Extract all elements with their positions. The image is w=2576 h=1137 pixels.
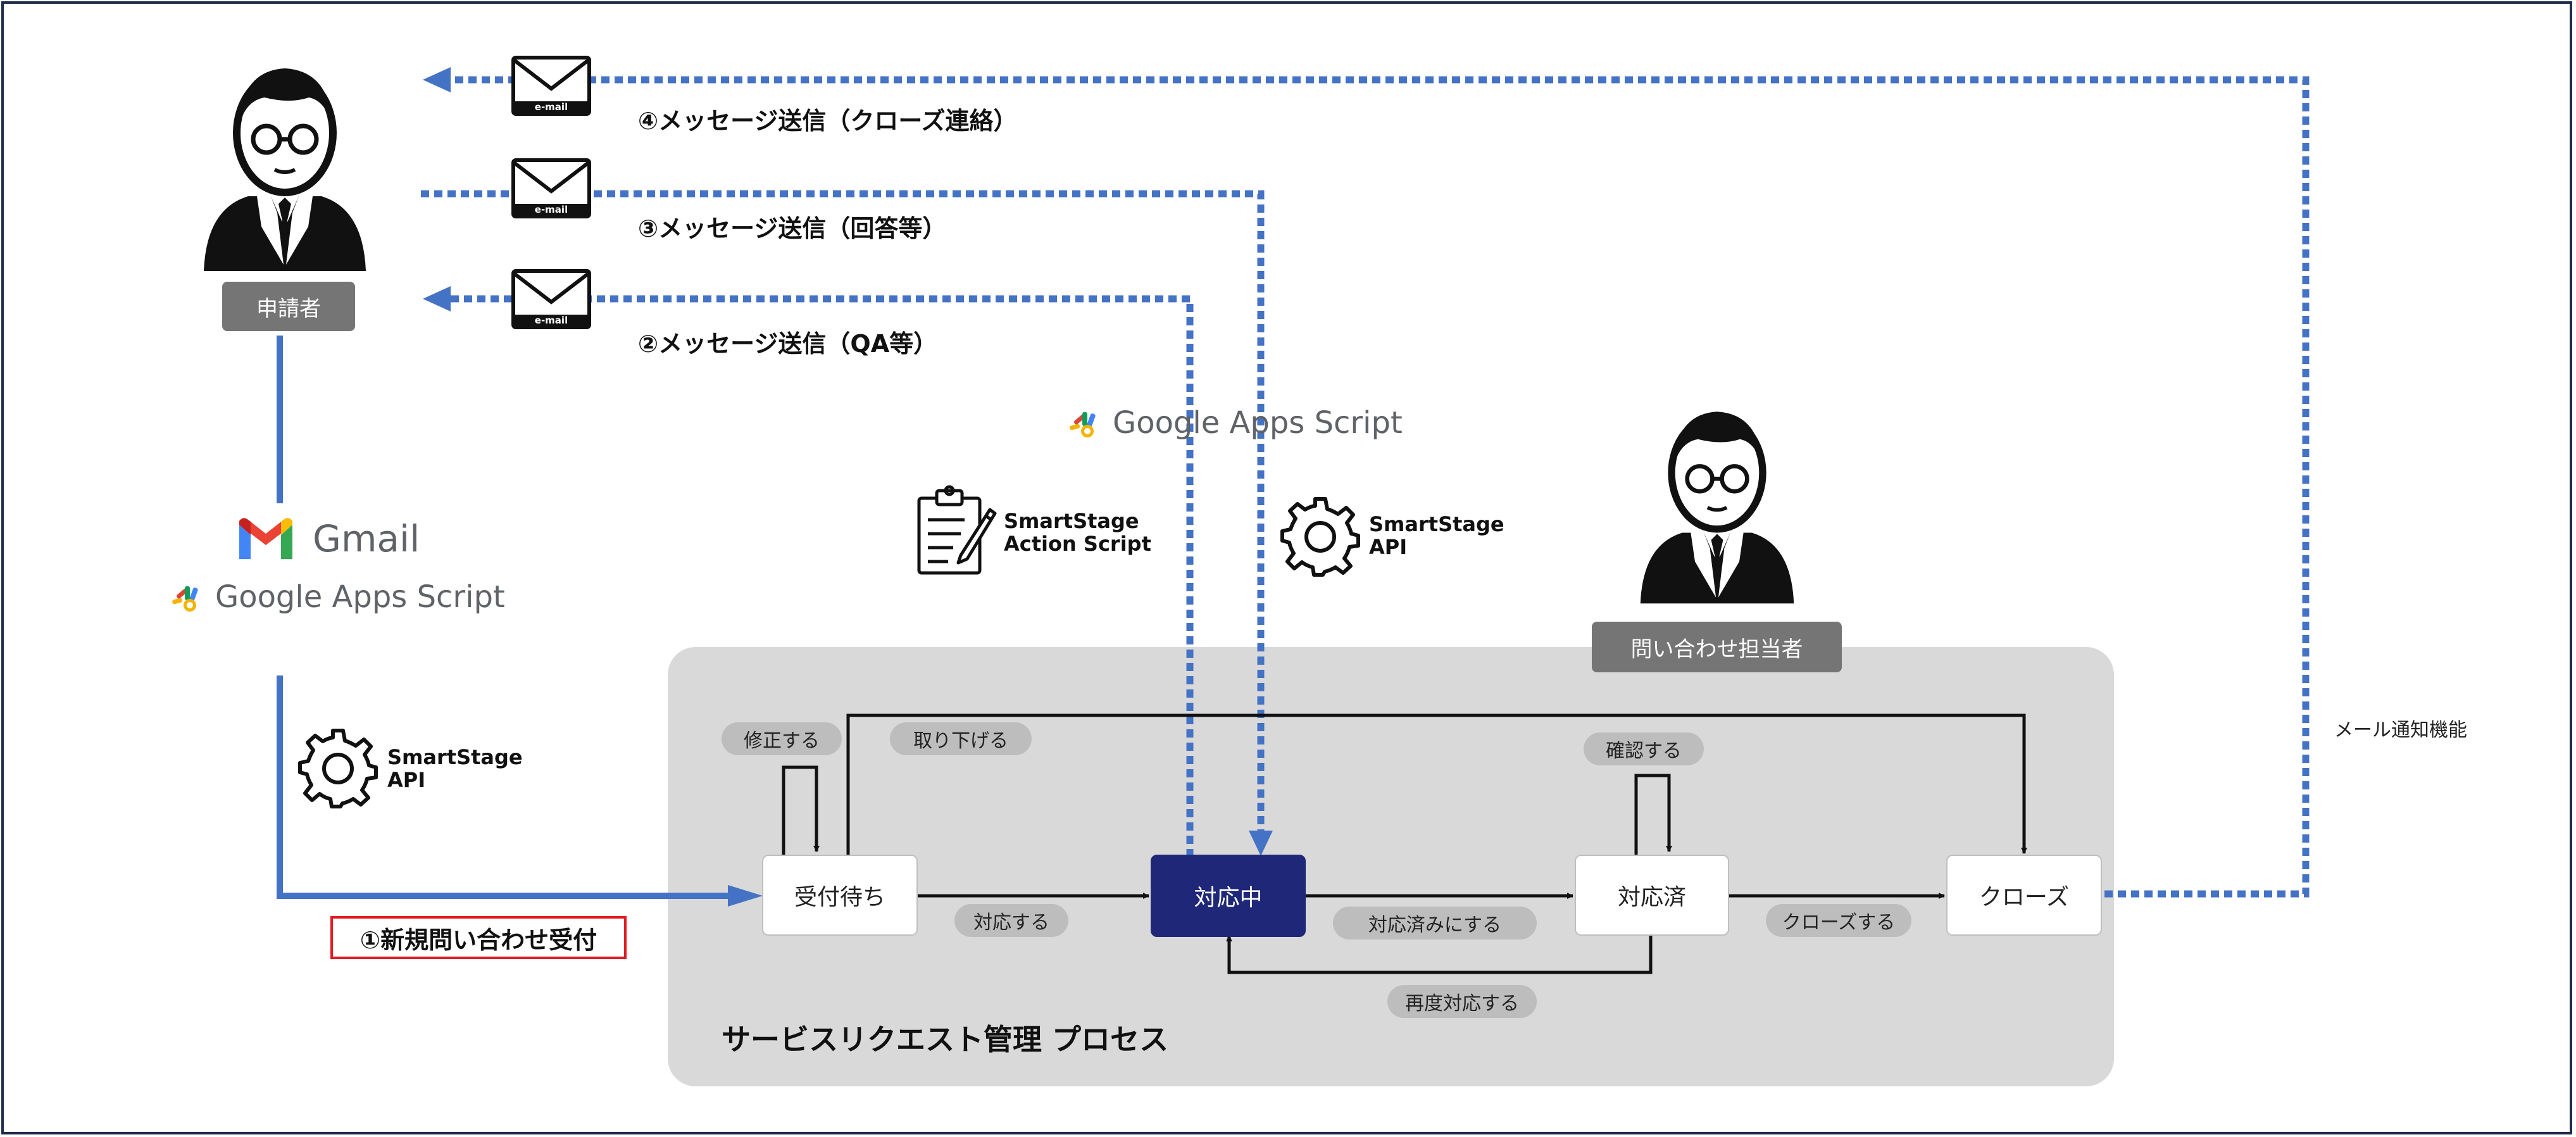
transition-mark-done-label: 対応済みにする xyxy=(1333,907,1537,939)
gmail-text: Gmail xyxy=(313,517,420,560)
process-title: サービスリクエスト管理 プロセス xyxy=(722,1022,1169,1057)
gas-text: Google Apps Script xyxy=(1113,405,1403,441)
arrow-head-answer xyxy=(1249,831,1273,856)
email-envelope-icon: e-mail xyxy=(511,158,591,218)
message-close-label: ④メッセージ送信（クローズ連絡） xyxy=(638,107,1018,135)
close-notify-line xyxy=(451,76,2310,898)
transition-fix-label: 修正する xyxy=(722,722,842,755)
handler-person-icon xyxy=(1640,411,1794,604)
smartstage-api-label-center: SmartStage API xyxy=(1369,512,1504,559)
arrow-head-new-request xyxy=(728,885,763,907)
mail-notify-label: メール通知機能 xyxy=(2334,719,2467,741)
new-request-line xyxy=(277,675,728,899)
message-answer-label: ③メッセージ送信（回答等） xyxy=(638,215,947,242)
email-envelope-icon: e-mail xyxy=(511,56,591,116)
gear-icon xyxy=(1280,497,1360,577)
gas-icon xyxy=(172,586,198,612)
clipboard-icon xyxy=(917,485,997,575)
state-closed: クローズ xyxy=(1946,855,2102,936)
qa-line xyxy=(451,295,1194,856)
state-waiting: 受付待ち xyxy=(762,855,918,936)
applicant-badge: 申請者 xyxy=(222,282,355,331)
transition-withdraw-label: 取り下げる xyxy=(890,722,1032,755)
applicant-person-icon xyxy=(204,68,366,271)
gas-logo-left: Google Apps Script xyxy=(171,579,505,615)
message-qa-label: ②メッセージ送信（QA等） xyxy=(638,330,938,358)
transition-close-label: クローズする xyxy=(1766,904,1911,937)
arrow-head-qa xyxy=(423,286,451,311)
handler-badge: 問い合わせ担当者 xyxy=(1592,622,1842,672)
email-envelope-icon: e-mail xyxy=(511,269,591,329)
transition-reopen-label: 再度対応する xyxy=(1387,985,1537,1018)
gas-logo-center: Google Apps Script xyxy=(1068,405,1403,441)
gas-text: Google Apps Script xyxy=(215,579,505,615)
state-done: 対応済 xyxy=(1575,855,1729,936)
transition-respond-label: 対応する xyxy=(954,904,1068,937)
gear-icon xyxy=(298,729,378,808)
transition-confirm-label: 確認する xyxy=(1584,732,1704,765)
gas-icon xyxy=(1070,412,1096,437)
state-in-progress: 対応中 xyxy=(1151,855,1306,937)
smartstage-api-label-left: SmartStage API xyxy=(387,745,523,792)
arrow-head-close xyxy=(423,67,451,92)
smartstage-action-script-label: SmartStage Action Script xyxy=(1004,509,1151,556)
new-request-label: ①新規問い合わせ受付 xyxy=(330,916,627,959)
process-arrows xyxy=(782,713,2027,974)
dashed-mail-lines xyxy=(421,76,2310,898)
gmail-logo: Gmail xyxy=(235,516,420,562)
answer-line xyxy=(421,190,1265,834)
gmail-icon xyxy=(239,518,292,559)
svg-text:e-mail: e-mail xyxy=(535,101,568,113)
svg-text:e-mail: e-mail xyxy=(535,204,568,215)
svg-text:e-mail: e-mail xyxy=(535,315,568,326)
